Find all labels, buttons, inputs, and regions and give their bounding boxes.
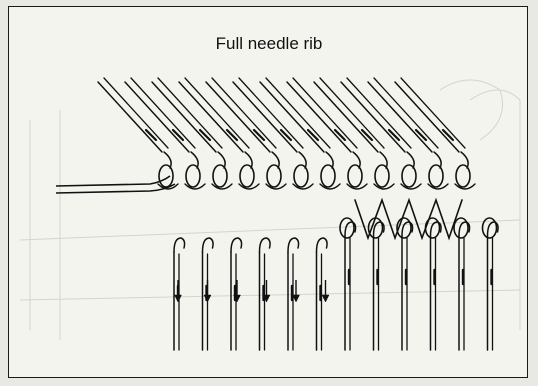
upper-needle	[179, 78, 259, 189]
lower-needle	[231, 238, 242, 350]
yarn-feed	[56, 176, 175, 193]
down-arrow	[322, 280, 329, 302]
upper-needle	[206, 78, 286, 189]
upper-needle	[98, 78, 178, 189]
upper-needle	[368, 78, 448, 189]
upper-needle	[233, 78, 313, 189]
downward-arrows	[175, 280, 330, 302]
rib-yarn-zigzag	[355, 200, 462, 238]
lower-needle	[260, 238, 271, 350]
upper-needle	[260, 78, 340, 189]
upper-needle	[395, 78, 475, 189]
background-machine-sketch	[20, 80, 520, 340]
lower-needle	[397, 218, 413, 350]
lower-needle	[483, 218, 499, 350]
upper-needle	[341, 78, 421, 189]
upper-needle	[287, 78, 367, 189]
down-arrow	[175, 280, 182, 302]
down-arrow	[204, 280, 211, 302]
upper-needle	[125, 78, 205, 189]
upper-needle	[314, 78, 394, 189]
upper-needle-bed	[98, 78, 475, 238]
lower-needle	[426, 218, 442, 350]
lower-needle	[174, 238, 185, 350]
lower-needle	[340, 218, 356, 350]
lower-needle	[369, 218, 385, 350]
lower-needle	[454, 218, 470, 350]
upper-needle	[152, 78, 232, 189]
